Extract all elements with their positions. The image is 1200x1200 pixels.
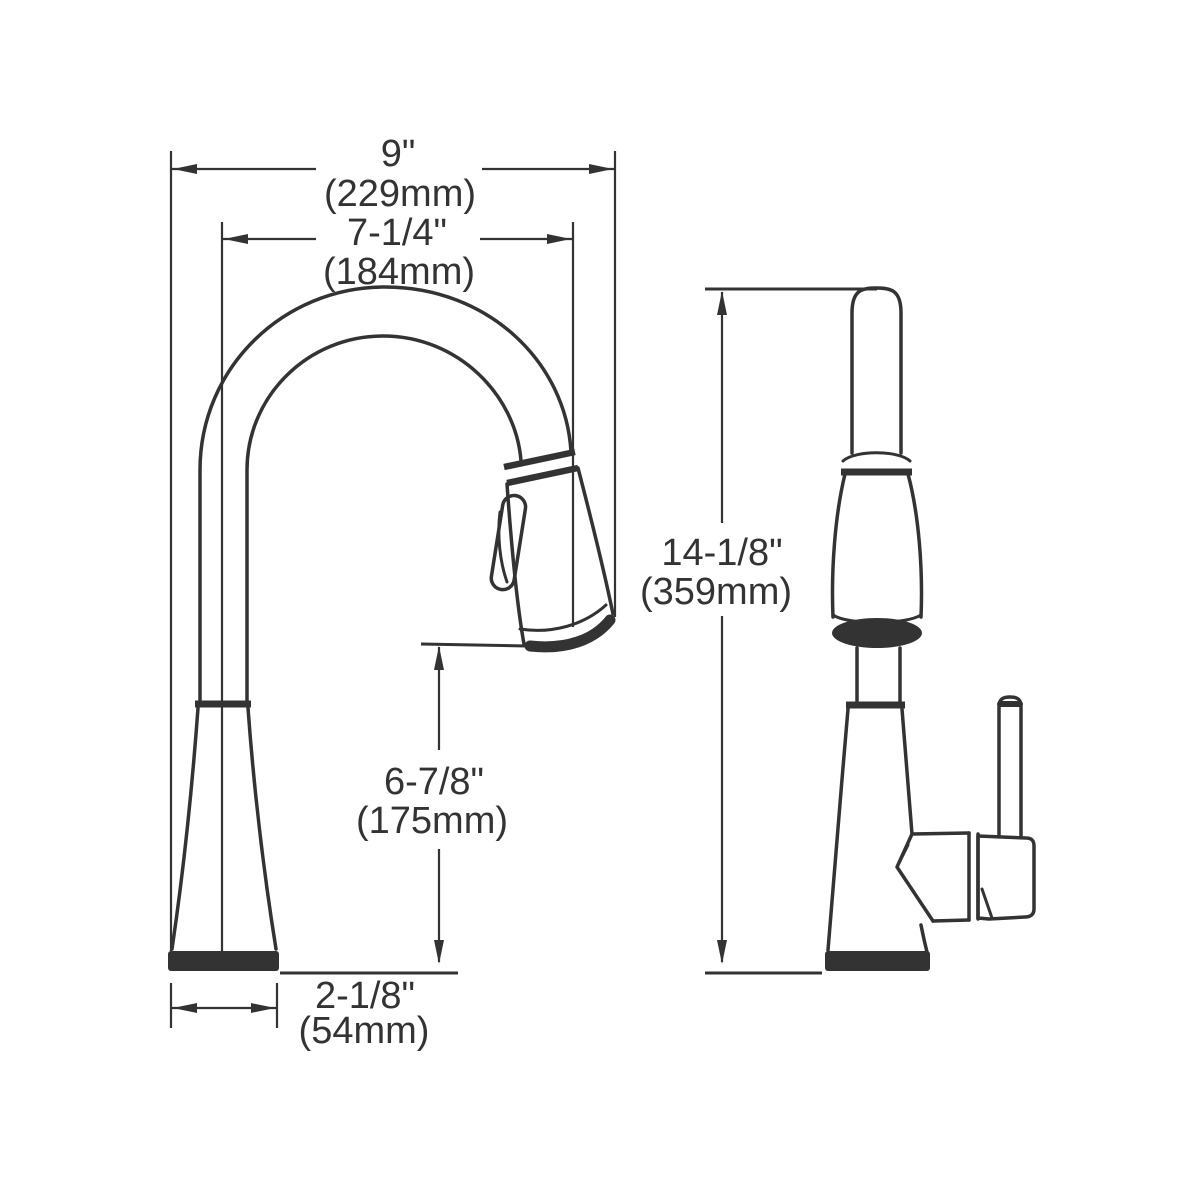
arrow-right (251, 1003, 275, 1013)
base-bottom-bar (168, 951, 279, 971)
spray-head-button-inner-line (497, 510, 509, 584)
side-view-faucet (168, 285, 616, 971)
arrow-left (173, 164, 197, 174)
spout-outer-curve (198, 285, 573, 704)
dimension-spout-clearance: 6-7/8" (175mm) (280, 642, 528, 975)
spray-head-collar-band (503, 448, 576, 471)
front-base-bottom-bar (825, 951, 930, 971)
arrow-down (717, 940, 727, 964)
dim-spout-clearance-inches: 6-7/8" (384, 761, 484, 803)
handle-base-block (976, 834, 1036, 921)
dim-spout-reach-inches: 7-1/4" (347, 212, 447, 254)
front-cone-right-edge-upper (900, 707, 914, 836)
valve-body-top-edge (910, 831, 971, 836)
dim-overall-height-mm: (359mm) (640, 571, 792, 613)
arrow-up (717, 291, 727, 315)
arrow-up (434, 646, 444, 670)
arrow-right (547, 234, 571, 244)
dim-spout-reach-mm: (184mm) (323, 251, 475, 293)
arrow-down (434, 940, 444, 964)
valve-body-bottom-edge (931, 918, 971, 923)
dimension-overall-reach: 9" (229mm) (169, 133, 617, 951)
head-collar-top-arc (841, 451, 912, 463)
arrow-left (173, 1003, 197, 1013)
spout-inner-curve (245, 334, 523, 704)
dim-base-width-inches: 2-1/8" (315, 975, 415, 1017)
dim-overall-reach-mm: (229mm) (324, 173, 476, 215)
dim-spout-clearance-mm: (175mm) (356, 800, 508, 842)
handle-lever-rod (997, 695, 1023, 839)
head-bulb-right-edge (906, 472, 924, 619)
body-cone-right-edge (246, 706, 278, 951)
spray-head-button (489, 493, 528, 592)
dimension-base-width: 2-1/8" (54mm) (169, 975, 430, 1052)
head-bulb-left-edge (830, 472, 847, 619)
aerator-face-front (832, 618, 922, 648)
valve-notch-inner-line (897, 843, 910, 865)
spray-head-collar-band-lower (506, 464, 579, 487)
spray-face-rim-line (518, 603, 608, 632)
dimension-overall-height: 14-1/8" (359mm) (640, 287, 877, 975)
body-cone-left-edge (170, 706, 200, 951)
valve-notch (895, 832, 935, 923)
top-reference-line (420, 642, 528, 648)
spray-head-right-edge (576, 466, 615, 616)
dimension-spout-reach: 7-1/4" (184mm) (220, 212, 575, 951)
handle-base-crease (980, 887, 994, 920)
front-cone-right-edge-lower (919, 923, 929, 954)
dim-overall-reach-inches: 9" (381, 133, 416, 175)
dim-base-width-mm: (54mm) (299, 1010, 430, 1052)
front-view-faucet (825, 286, 1036, 971)
front-cone-left-edge (826, 707, 850, 952)
dim-overall-height-inches: 14-1/8" (661, 532, 782, 574)
spout-top-dome (850, 286, 903, 455)
arrow-right (589, 164, 613, 174)
spray-aerator-face (524, 614, 616, 653)
arrow-left (224, 234, 248, 244)
